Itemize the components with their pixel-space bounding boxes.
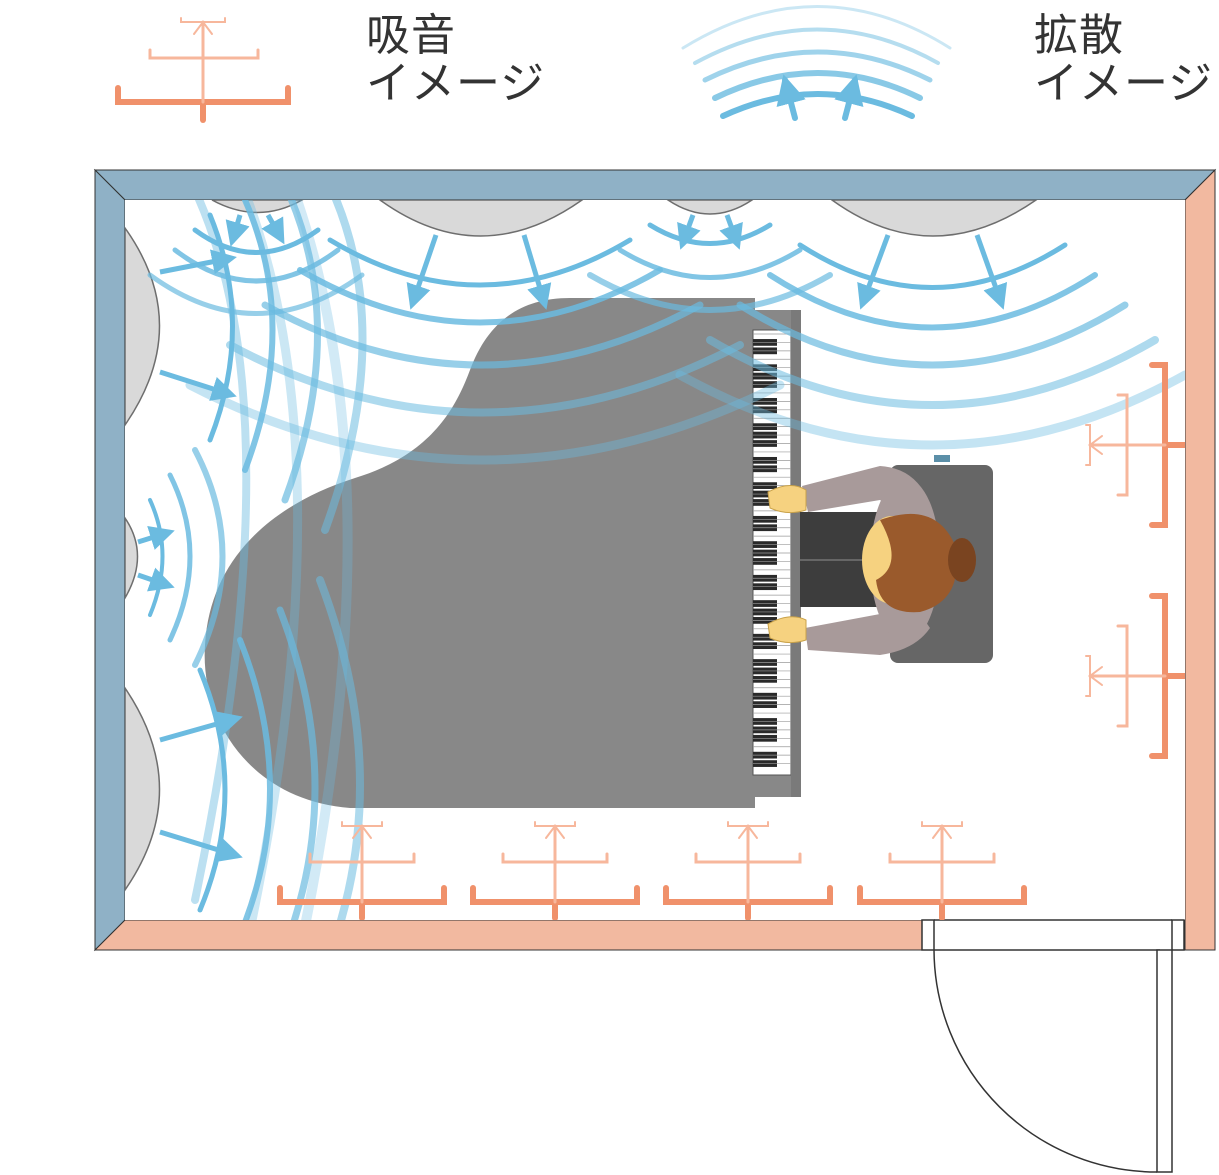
pianist — [767, 455, 993, 663]
diffusion-label-line1: 拡散 — [1034, 10, 1124, 61]
diffuser-top-3 — [666, 200, 754, 215]
player-hair-bun — [948, 538, 976, 582]
player-hair — [876, 513, 957, 613]
bottom-wall — [93, 919, 923, 951]
diffuser-left-3 — [125, 686, 161, 892]
bench-knob — [934, 455, 950, 462]
diffusion-arrows — [137, 213, 1008, 863]
absorption-marker — [857, 821, 1027, 920]
player-hand-left — [767, 485, 807, 514]
absorption-marker — [470, 821, 640, 920]
piano-keyboard-frame — [791, 310, 801, 797]
player-hand-right — [767, 616, 807, 644]
absorption-legend-label: 吸音 イメージ — [366, 12, 545, 108]
absorption-marker — [277, 821, 447, 920]
diffusion-legend-icon — [681, 5, 952, 121]
absorption-markers-bottom — [277, 821, 1027, 920]
absorption-markers-right — [1085, 362, 1185, 759]
top-wall — [93, 169, 1217, 201]
piano-body — [204, 298, 800, 808]
diffusion-waves — [147, 200, 1185, 920]
absorption-label-line2: イメージ — [366, 58, 546, 109]
absorption-marker — [1085, 593, 1185, 759]
left-wall — [94, 168, 126, 952]
diffuser-left-2 — [125, 516, 139, 600]
absorption-label-line1: 吸音 — [366, 10, 456, 61]
absorption-legend-icon — [115, 17, 291, 123]
diffuser-top-2 — [378, 200, 584, 237]
right-wall — [1184, 168, 1216, 951]
diffusion-label-line2: イメージ — [1034, 58, 1214, 109]
diffuser-top-1 — [211, 200, 304, 214]
diffusion-legend-label: 拡散 イメージ — [1034, 12, 1213, 108]
door — [921, 919, 1185, 1173]
absorption-marker — [1085, 362, 1185, 528]
diffuser-top-4 — [830, 200, 1038, 237]
absorption-marker — [663, 821, 833, 920]
